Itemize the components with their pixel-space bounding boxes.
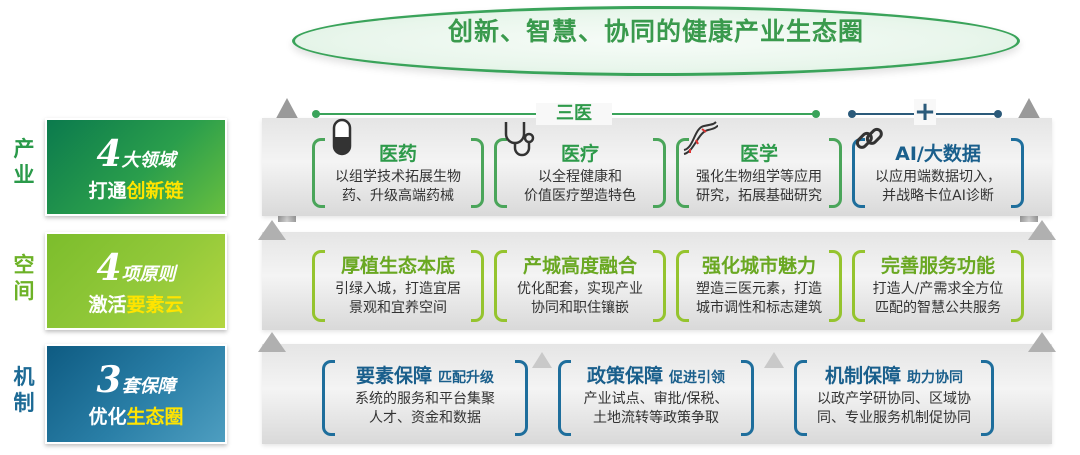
- card-title: 机制保障助力协同: [824, 365, 963, 387]
- block-number: 3: [96, 359, 122, 401]
- card-yixue: 医学 强化生物组学等应用 研究，拓展基础研究: [676, 138, 842, 208]
- card-title: 要素保障匹配升级: [355, 365, 494, 387]
- card-mechanism-guarantee: 机制保障助力协同 以政产学研协同、区域协 同、专业服务机制促协同: [794, 360, 994, 436]
- card-title: 完善服务功能: [880, 255, 995, 277]
- header-dot-right-a: [848, 110, 856, 118]
- card-title: 医药: [378, 143, 417, 165]
- card-factor-guarantee: 要素保障匹配升级 系统的服务和平台集聚 人才、资金和数据: [322, 360, 528, 436]
- card-body: 强化生物组学等应用 研究，拓展基础研究: [696, 169, 822, 204]
- card-title: 厚植生态本底: [340, 255, 455, 277]
- card-body: 优化配套，实现产业 协同和职住镶嵌: [517, 281, 643, 316]
- card-title: 医学: [739, 143, 778, 165]
- left-block-industry: 4大领域 打通创新链: [45, 118, 227, 216]
- card-body: 以全程健康和 价值医疗塑造特色: [524, 169, 636, 204]
- band-mechanism: [262, 344, 1052, 444]
- up-arrow-right-row2: [1028, 220, 1056, 240]
- capsule-icon: [332, 118, 352, 156]
- top-title: 创新、智慧、协同的健康产业生态圈: [447, 17, 864, 46]
- card-city-charm: 强化城市魅力 塑造三医元素，打造 城市调性和标志建筑: [676, 250, 842, 322]
- block-subtitle-accent: 生态圈: [126, 406, 184, 428]
- card-body: 系统的服务和平台集聚 人才、资金和数据: [355, 391, 495, 426]
- top-ellipse: [292, 6, 1020, 76]
- block-heading: 大领域: [121, 150, 176, 171]
- card-title: 政策保障促进引领: [586, 365, 725, 387]
- up-arrow-left-row3: [258, 332, 286, 352]
- left-block-mechanism: 3套保障 优化生态圈: [45, 344, 227, 444]
- card-body: 以组学技术拓展生物 药、升级高端药械: [335, 169, 461, 204]
- dna-icon: [683, 121, 719, 155]
- card-industry-city: 产城高度融合 优化配套，实现产业 协同和职住镶嵌: [494, 250, 666, 322]
- card-title: 强化城市魅力: [701, 255, 816, 277]
- stethoscope-icon: [504, 122, 535, 157]
- card-body: 打造人/产需求全方位 匹配的智慧公共服务: [872, 281, 1004, 316]
- side-label-space: 空 间: [13, 253, 35, 303]
- card-body: 产业试点、审批/保税、 土地流转等政策争取: [583, 391, 729, 426]
- card-ai-bigdata: AI/大数据 以应用端数据切入， 并战略卡位AI诊断: [852, 138, 1024, 208]
- card-body: 以政产学研协同、区域协 同、专业服务机制促协同: [817, 391, 971, 426]
- block-number: 4: [96, 247, 122, 289]
- card-ecology-base: 厚植生态本底 引绿入城，打造宜居 景观和宜养空间: [312, 250, 484, 322]
- card-yiliao: 医疗 以全程健康和 价值医疗塑造特色: [494, 138, 666, 208]
- side-label-industry: 产 业: [13, 137, 35, 187]
- block-heading: 套保障: [121, 376, 176, 397]
- block-subtitle-accent: 创新链: [126, 180, 184, 202]
- block-subtitle: 优化: [88, 406, 127, 428]
- header-dot-left: [312, 110, 320, 118]
- left-block-space: 4项原则 激活要素云: [45, 232, 227, 330]
- block-subtitle: 打通: [88, 180, 127, 202]
- card-policy-guarantee: 政策保障促进引领 产业试点、审批/保税、 土地流转等政策争取: [558, 360, 754, 436]
- card-body: 塑造三医元素，打造 城市调性和标志建筑: [696, 281, 822, 316]
- card-service-function: 完善服务功能 打造人/产需求全方位 匹配的智慧公共服务: [852, 250, 1024, 322]
- header-plus: +: [914, 97, 936, 127]
- block-number: 4: [96, 133, 122, 175]
- card-title: AI/大数据: [895, 143, 981, 165]
- block-subtitle-accent: 要素云: [126, 294, 184, 316]
- card-title: 医疗: [560, 143, 599, 165]
- block-subtitle: 激活: [88, 294, 127, 316]
- up-arrow-row3-a: [532, 352, 552, 368]
- card-yiyao: 医药 以组学技术拓展生物 药、升级高端药械: [312, 138, 484, 208]
- header-sanyi: 三医: [536, 103, 612, 125]
- up-arrow-row3-b: [764, 352, 784, 368]
- block-heading: 项原则: [121, 264, 176, 285]
- card-title: 产城高度融合: [522, 255, 637, 277]
- side-label-mechanism: 机 制: [13, 365, 35, 415]
- link-icon: [855, 127, 883, 149]
- card-body: 以应用端数据切入， 并战略卡位AI诊断: [875, 169, 1001, 204]
- header-dot-right-b: [994, 110, 1002, 118]
- header-dot-mid: [812, 110, 820, 118]
- card-body: 引绿入城，打造宜居 景观和宜养空间: [335, 281, 461, 316]
- up-arrow-left-row2: [258, 220, 286, 240]
- up-arrow-right-row3: [1028, 332, 1056, 352]
